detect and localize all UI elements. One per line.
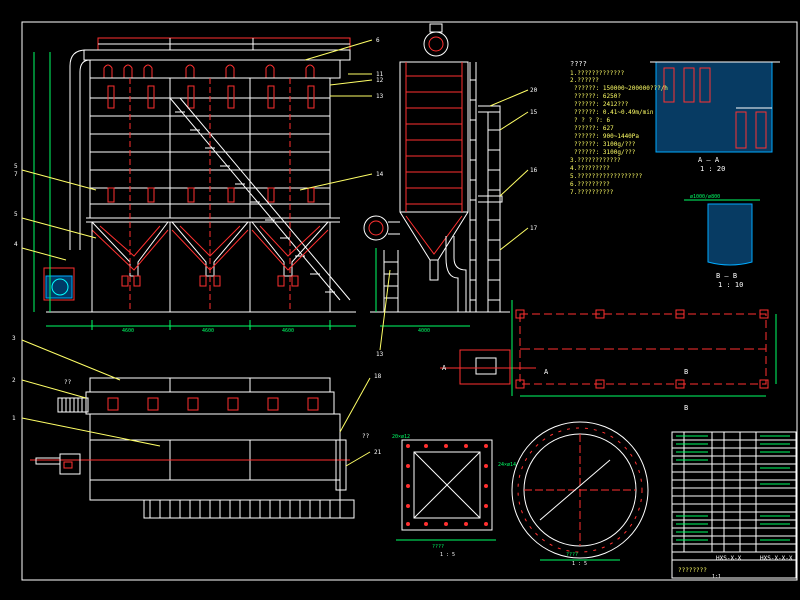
note-line: 7.?????????? [570, 189, 614, 196]
section-mark-a: A [442, 364, 447, 372]
flange-round-title: ???? [566, 552, 578, 558]
front-staircase [169, 97, 351, 301]
note-line: ??????: 150000~200000???/h [574, 85, 668, 92]
side-elevation [348, 23, 529, 351]
callout-number: 6 [376, 37, 380, 44]
plan-main-body [89, 413, 341, 501]
callout-number: 16 [530, 167, 538, 174]
flange-round-scale: 1 : 5 [572, 561, 587, 567]
section-aa-scale: 1 : 20 [700, 165, 725, 173]
front-access-doors [107, 85, 315, 203]
foundation-plan [440, 300, 777, 397]
plan-stair-hatch [57, 397, 89, 413]
note-line: 5.?????????????????? [570, 173, 643, 180]
note-line: ??????: 0.41~0.49m/min [574, 109, 654, 116]
note-line: ??????: 900~1440Pa [574, 133, 639, 140]
notes-block: ???? 1.????????????? 2.?????? ??????: 15… [570, 60, 668, 196]
dimension-text: 4600 [282, 328, 294, 334]
callout-number: 15 [530, 109, 538, 116]
note-line: 3.???????????? [570, 157, 621, 164]
front-top-housing [89, 59, 341, 79]
side-inlet-pipe [363, 215, 389, 241]
side-stair-tower [478, 105, 503, 312]
plan-inlet-fitting [35, 453, 81, 475]
callout-number: 21 [374, 449, 382, 456]
front-inlet-duct [69, 49, 87, 250]
section-aa-title: A — A [698, 156, 720, 164]
plan-upper-housing [89, 377, 331, 393]
callout-qq: ?? [64, 379, 72, 386]
section-bb-title: B — B [716, 272, 737, 280]
plan-view [21, 339, 371, 519]
front-fan-box [43, 267, 75, 301]
callout-number: 13 [376, 351, 384, 358]
plan-base-strip [143, 499, 355, 519]
note-line: ??????: 2412??? [574, 101, 629, 108]
callout-labels: 6 12 13 5 14 7 5 4 20 15 16 17 11 13 3 2… [12, 37, 538, 456]
note-line: ??????: 3100g/??? [574, 141, 636, 148]
callout-number: 5 [14, 211, 18, 218]
section-mark-b: B [684, 404, 688, 412]
note-line: 1.????????????? [570, 70, 625, 77]
callout-number: 4 [14, 241, 18, 248]
section-bb-note: ø1000/ø800 [690, 194, 720, 200]
title-block [671, 431, 797, 579]
side-lower-ladder [383, 250, 399, 312]
flange-round-label: 24×ø14 [498, 462, 516, 468]
company-name: ???????? [678, 567, 707, 574]
square-flange [396, 439, 496, 541]
front-leader-lines [21, 39, 373, 261]
dimension-text: 4600 [202, 328, 214, 334]
callout-number: 2 [12, 377, 16, 384]
callout-number: 12 [376, 77, 384, 84]
round-flange [511, 421, 649, 561]
note-line: ??????: 627 [574, 125, 614, 132]
flange-square-scale: 1 : 5 [440, 552, 455, 558]
dimension-text: 4600 [122, 328, 134, 334]
callout-number: 7 [14, 171, 18, 178]
drawing-number: HXS-X-X [716, 555, 742, 562]
front-support-legs [91, 222, 331, 312]
flange-square-label: 20×ø12 [392, 434, 410, 440]
callout-number: 11 [376, 71, 384, 78]
section-mark-a: A [544, 368, 549, 376]
title-block-text: HXS-X-X HXS-X-X-X ???????? 1:1 [678, 555, 793, 580]
side-hopper [399, 211, 469, 261]
callout-number: 18 [374, 373, 382, 380]
side-body [399, 61, 469, 213]
side-ladder [469, 62, 477, 312]
callout-number: 14 [376, 171, 384, 178]
note-line: 4.????????? [570, 165, 610, 172]
section-mark-b: B [684, 368, 688, 376]
front-elevation [21, 37, 373, 330]
callout-number: 3 [12, 335, 16, 342]
dimension-texts: 4600 4600 4600 4000 [122, 328, 430, 334]
section-aa [650, 61, 780, 153]
dimension-text: 4000 [418, 328, 430, 334]
side-top-fan [423, 31, 449, 57]
note-line: 2.?????? [570, 77, 599, 84]
callout-number: 20 [530, 87, 538, 94]
note-line: ??????: 6250? [574, 93, 621, 100]
drawing-border [21, 21, 798, 581]
front-dimension-lines [33, 52, 356, 330]
callout-number: 5 [14, 163, 18, 170]
callout-number: 13 [376, 93, 384, 100]
callout-qq: ?? [362, 433, 370, 440]
callout-number: 1 [12, 415, 16, 422]
section-bb-scale: 1 : 10 [718, 281, 743, 289]
note-line: ??????: 3100g/??? [574, 149, 636, 156]
flange-square-title: ???? [432, 544, 444, 550]
drawing-number: HXS-X-X-X [760, 555, 793, 562]
section-bb [684, 199, 760, 266]
drawing-scale: 1:1 [712, 574, 721, 580]
front-arch-row [103, 64, 315, 78]
note-line: 6.????????? [570, 181, 610, 188]
notes-heading: ???? [570, 60, 587, 68]
section-labels: A — A 1 : 20 B — B 1 : 10 ø1000/ø800 20×… [392, 156, 743, 567]
callout-number: 17 [530, 225, 538, 232]
note-line: ? ? ? ?: 6 [574, 117, 611, 124]
